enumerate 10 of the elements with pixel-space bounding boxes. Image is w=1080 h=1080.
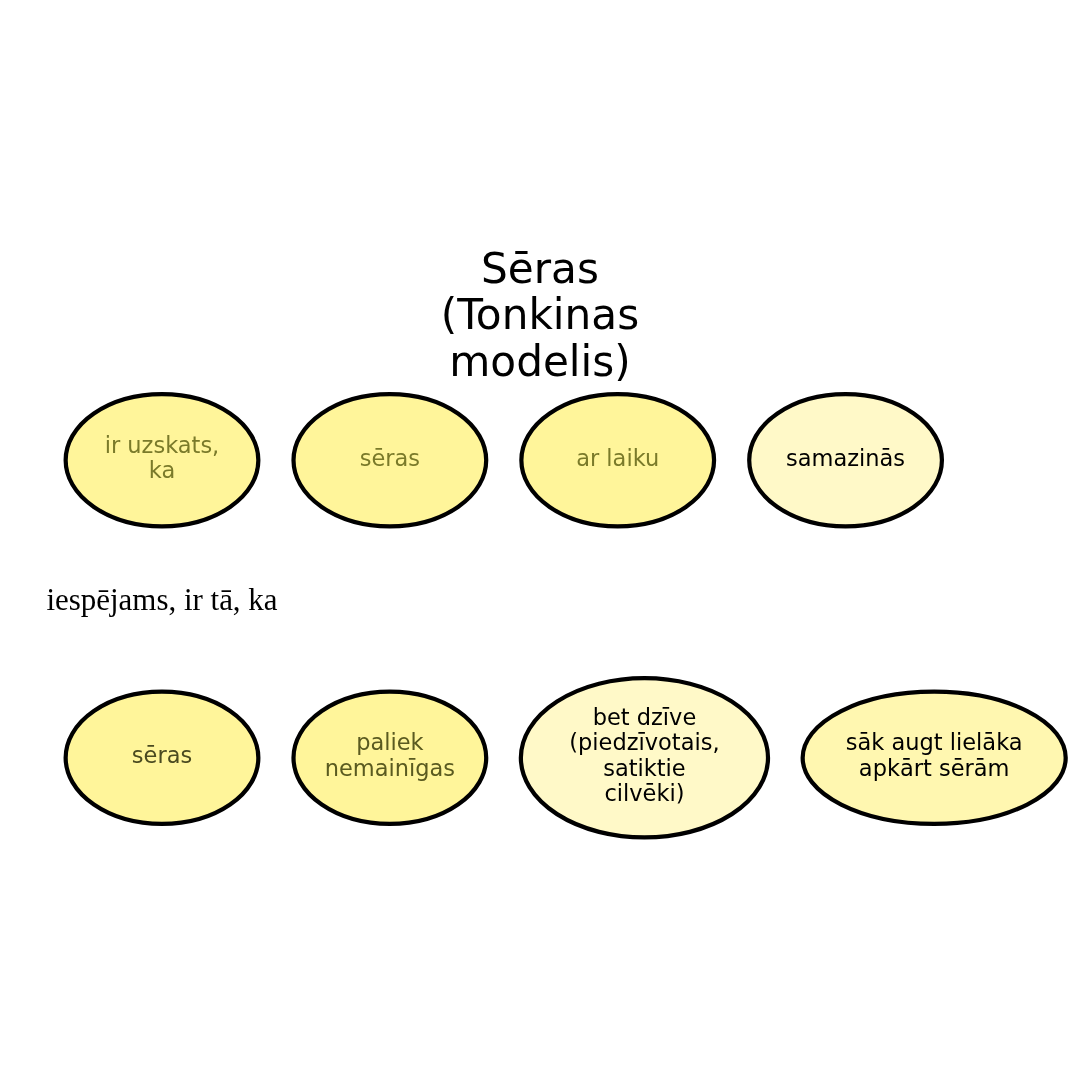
node-ellipse: sēras — [291, 391, 489, 528]
node-ellipse: sāk augt lielāka apkārt sērām — [800, 689, 1068, 826]
node-ellipse: sēras — [63, 689, 261, 826]
node-ellipse: bet dzīve (piedzīvotais, satiktie cilvēki) — [518, 675, 771, 840]
diagram-title: Sēras (Tonkinas modelis) — [440, 243, 640, 386]
node-ellipse: paliek nemainīgas — [291, 689, 489, 826]
node-ellipse: ar laiku — [519, 391, 717, 528]
node-ellipse: samazinās — [747, 391, 944, 528]
node-ellipse: ir uzskats, ka — [63, 391, 261, 528]
label: iespējams, ir tā, ka — [46, 581, 278, 617]
